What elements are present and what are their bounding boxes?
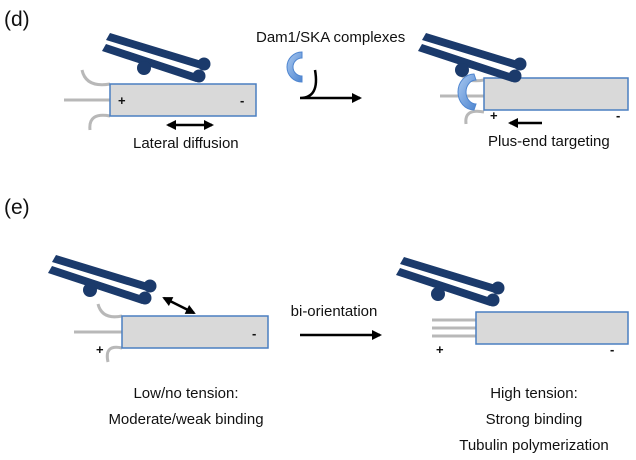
left-caption-line2: Moderate/weak binding bbox=[108, 411, 263, 428]
left-caption: Lateral diffusion bbox=[133, 135, 239, 152]
dam1-ring-icon bbox=[286, 51, 303, 83]
kinetochore-ndc80 bbox=[396, 257, 505, 307]
protofilament bbox=[464, 109, 485, 125]
panel-e-label: (e) bbox=[4, 196, 30, 219]
right-caption-line2: Strong binding bbox=[486, 411, 583, 428]
minus-end-sign: - bbox=[240, 93, 244, 108]
plus-end-sign: + bbox=[118, 93, 126, 108]
microtubule bbox=[483, 77, 629, 111]
kinetochore-ndc80 bbox=[48, 255, 157, 305]
process-arrow bbox=[299, 69, 362, 103]
plus-end-sign: + bbox=[436, 342, 444, 357]
minus-end-sign: - bbox=[610, 342, 614, 357]
plus-end-sign: + bbox=[490, 108, 498, 123]
panel-d-left-scene: + - Lateral diffusion bbox=[64, 33, 257, 152]
microtubule bbox=[475, 311, 629, 345]
protofilament bbox=[96, 303, 123, 319]
right-caption-line3: Tubulin polymerization bbox=[459, 437, 609, 454]
protofilament bbox=[80, 69, 111, 87]
dam1-ring-icon bbox=[457, 73, 477, 111]
left-caption-line1: Low/no tension: bbox=[133, 385, 238, 402]
plus-end-sign: + bbox=[96, 342, 104, 357]
panel-d-label: (d) bbox=[4, 8, 30, 31]
microtubule bbox=[121, 315, 269, 349]
protofilament bbox=[105, 345, 123, 363]
panel-e-right-scene: + - High tension: Strong binding Tubulin… bbox=[396, 257, 629, 454]
detachment-arrow bbox=[162, 296, 196, 315]
panel-d-right-scene: + - Plus-end targeting bbox=[418, 33, 629, 150]
right-caption: Plus-end targeting bbox=[488, 133, 610, 150]
microtubule bbox=[109, 83, 257, 117]
kinetochore-ndc80 bbox=[102, 33, 211, 83]
protofilament bbox=[88, 113, 111, 131]
biorientation-label: bi-orientation bbox=[291, 303, 378, 320]
minus-end-sign: - bbox=[252, 326, 256, 341]
kinetochore-ndc80 bbox=[418, 33, 527, 83]
complex-label: Dam1/SKA complexes bbox=[256, 29, 405, 46]
panel-e-left-scene: + - Low/no tension: Moderate/weak bindin… bbox=[48, 255, 269, 428]
minus-end-sign: - bbox=[616, 108, 620, 123]
right-caption-line1: High tension: bbox=[490, 385, 578, 402]
